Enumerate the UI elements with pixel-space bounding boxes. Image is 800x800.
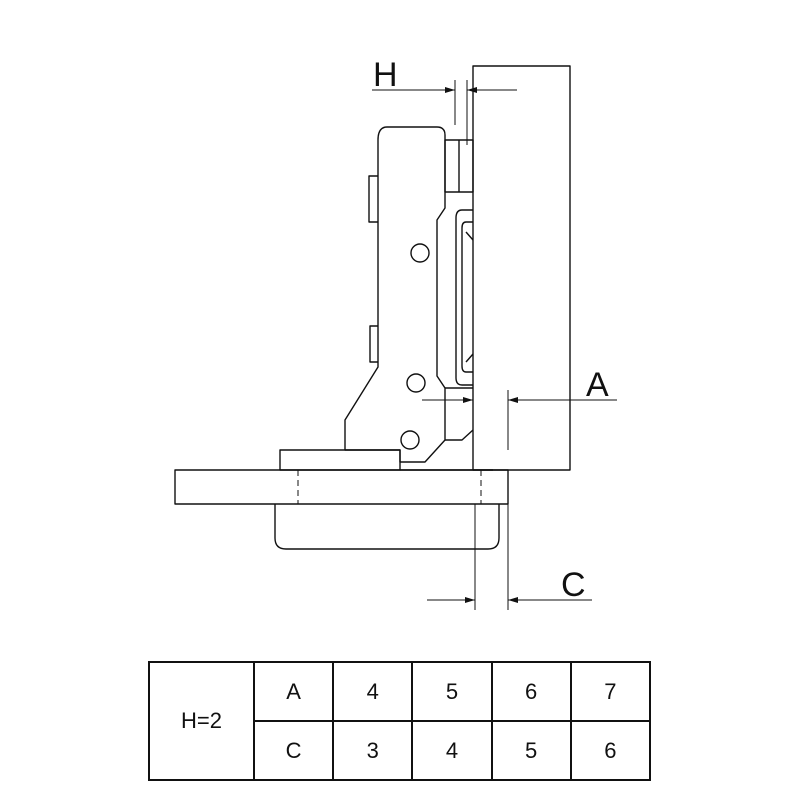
dim-h-label: H — [373, 56, 398, 94]
table-cell: 7 — [569, 661, 652, 722]
arm-clip-lower — [369, 325, 378, 363]
table-cell: 6 — [569, 720, 652, 781]
pivot-hole-lower — [400, 430, 420, 450]
door-panel — [472, 65, 571, 471]
cabinet-panel — [174, 469, 509, 505]
row-label-c: C — [252, 720, 335, 781]
table-header-cell: H=2 — [148, 661, 255, 781]
table-cell: 6 — [490, 661, 572, 722]
dim-c-label: C — [561, 566, 586, 604]
table-cell: 4 — [332, 661, 414, 722]
table-row-a: H=2 A 4 5 6 7 — [148, 661, 652, 781]
arm-lower-link — [445, 387, 474, 441]
hinge-cup-profile — [455, 209, 473, 386]
hinge-cup-inner — [461, 221, 473, 373]
hinge-cup-detail-lower — [465, 353, 474, 363]
table-cell: 5 — [411, 661, 493, 722]
mounting-plate — [279, 449, 401, 471]
hinge-arm — [344, 126, 446, 463]
dim-a-label: A — [586, 366, 609, 404]
arm-clip-upper — [368, 175, 378, 223]
pivot-hole-middle — [406, 373, 426, 393]
cup-body — [274, 504, 500, 550]
pivot-hole-upper — [410, 243, 430, 263]
dimension-table: H=2 A 4 5 6 7 C 3 4 5 6 — [148, 661, 652, 781]
table-cell: 3 — [332, 720, 414, 781]
table-row-c: C 3 4 5 6 — [149, 720, 652, 781]
table-cell: 4 — [411, 720, 493, 781]
hinge-cup-detail-upper — [465, 231, 474, 241]
row-label-a: A — [252, 661, 335, 722]
table-cell: 5 — [490, 720, 572, 781]
